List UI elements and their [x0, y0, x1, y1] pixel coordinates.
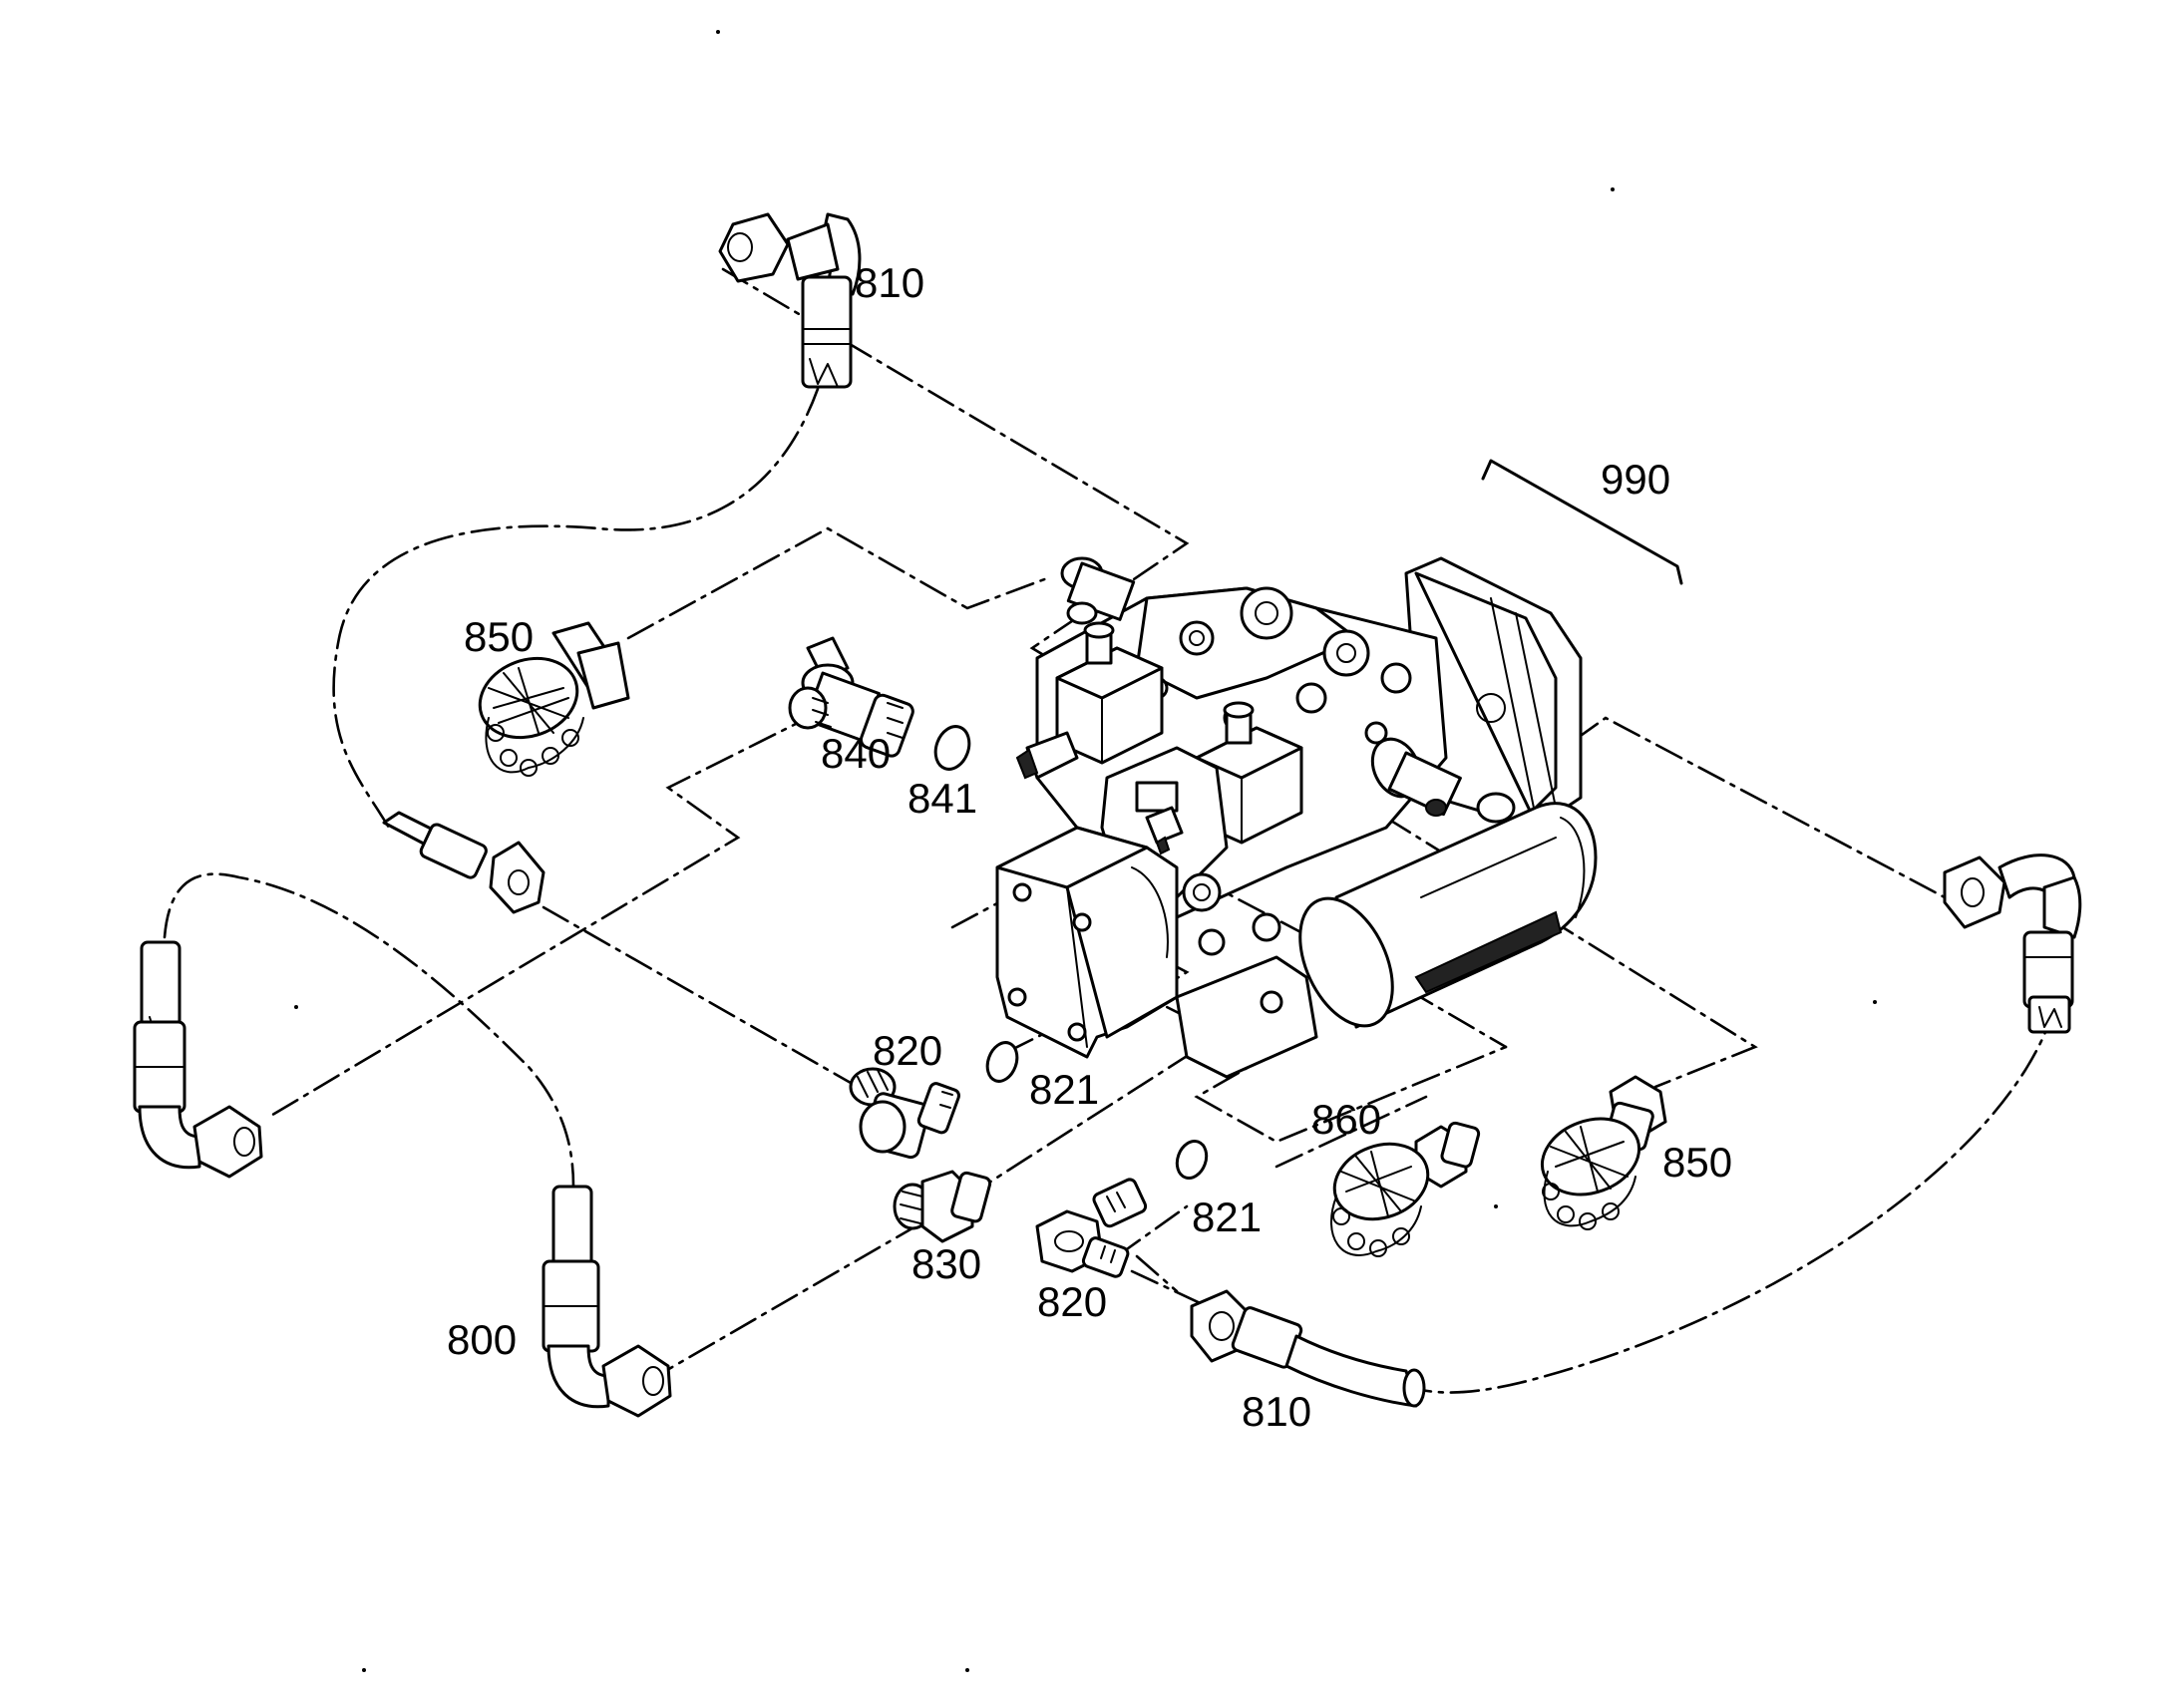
- callout-800: 800: [447, 1316, 517, 1363]
- o-ring-821-low: [1175, 1140, 1209, 1180]
- o-ring-821-mid: [985, 1041, 1019, 1083]
- callout-labels: 810 990 850 840 841 820 821 860 850 821 …: [447, 259, 1732, 1435]
- fitting-840: [788, 636, 914, 758]
- callout-840: 840: [821, 730, 891, 777]
- hose-810-top: [718, 212, 862, 389]
- callout-820-low: 820: [1037, 1278, 1107, 1325]
- nipple-830: [893, 1170, 992, 1243]
- fitting-820-mid: [849, 1067, 961, 1160]
- callout-821-mid: 821: [1029, 1066, 1099, 1113]
- callout-821-low: 821: [1192, 1194, 1262, 1240]
- callout-850-left: 850: [464, 613, 534, 660]
- o-ring-841: [933, 725, 971, 771]
- hose-810-right: [1943, 854, 2082, 1034]
- callout-830: 830: [911, 1240, 981, 1287]
- hose-mid-left: [382, 811, 545, 914]
- callout-850-right: 850: [1662, 1139, 1732, 1186]
- pump-assembly: [995, 556, 1598, 1079]
- bracket-990: [1481, 459, 1683, 585]
- callout-810-top: 810: [855, 259, 924, 306]
- callout-841: 841: [908, 775, 977, 822]
- hose-800-bottom: [542, 1185, 672, 1418]
- hose-810-bottom: [1190, 1289, 1426, 1408]
- scan-specks: [294, 30, 1877, 1672]
- cap-850-left: [478, 621, 630, 777]
- hose-800-left-upper: [133, 940, 263, 1179]
- callout-990: 990: [1601, 456, 1670, 503]
- fitting-820-low: [1035, 1178, 1148, 1278]
- callout-860: 860: [1311, 1096, 1381, 1143]
- cap-850-right: [1540, 1075, 1667, 1230]
- callout-810-bottom: 810: [1242, 1388, 1311, 1435]
- cap-860: [1330, 1121, 1481, 1257]
- callout-820-mid: 820: [873, 1027, 942, 1074]
